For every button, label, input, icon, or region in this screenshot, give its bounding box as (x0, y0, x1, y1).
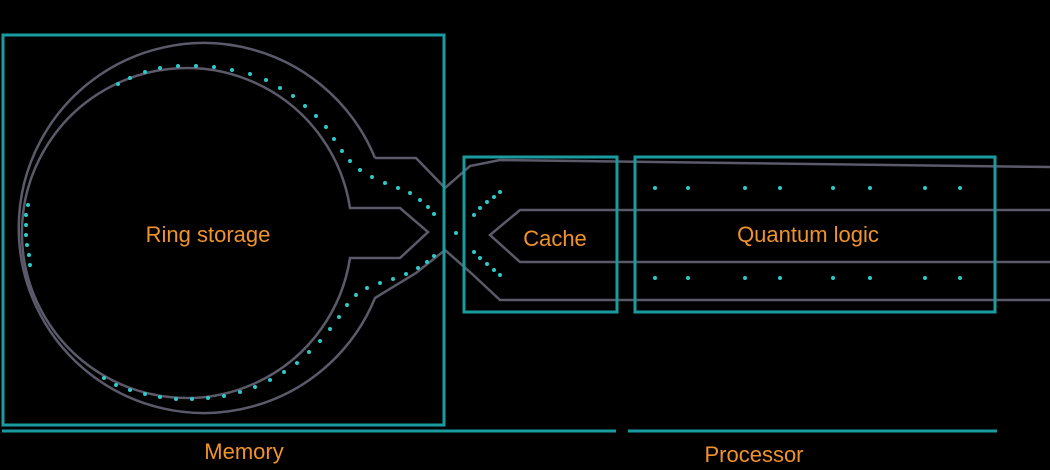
cache-inner-electrode (488, 208, 1050, 264)
quantum-logic-label: Quantum logic (737, 222, 879, 247)
ion-group-ring-left (24, 203, 32, 267)
inner-ring-electrode (20, 66, 430, 400)
electrode-outlines (17, 41, 1050, 415)
processor-section-label: Processor (704, 442, 803, 467)
memory-box (1, 33, 446, 427)
ion-group-logic-bottom (653, 276, 962, 280)
logic-box (633, 155, 997, 314)
ion-group-logic-top (653, 186, 962, 190)
cache-box (462, 155, 619, 314)
ion-group-ring-bottom (102, 254, 436, 401)
ion-chain (24, 64, 962, 401)
ion-group-junction (454, 190, 502, 277)
region-boxes (1, 33, 997, 427)
cache-label: Cache (523, 226, 587, 251)
ring-storage-label: Ring storage (146, 222, 271, 247)
outer-ring-electrode (17, 41, 1050, 415)
ion-group-ring-top (116, 64, 436, 216)
outer-ring-electrode-top (375, 156, 1050, 190)
memory-section-label: Memory (204, 439, 283, 464)
